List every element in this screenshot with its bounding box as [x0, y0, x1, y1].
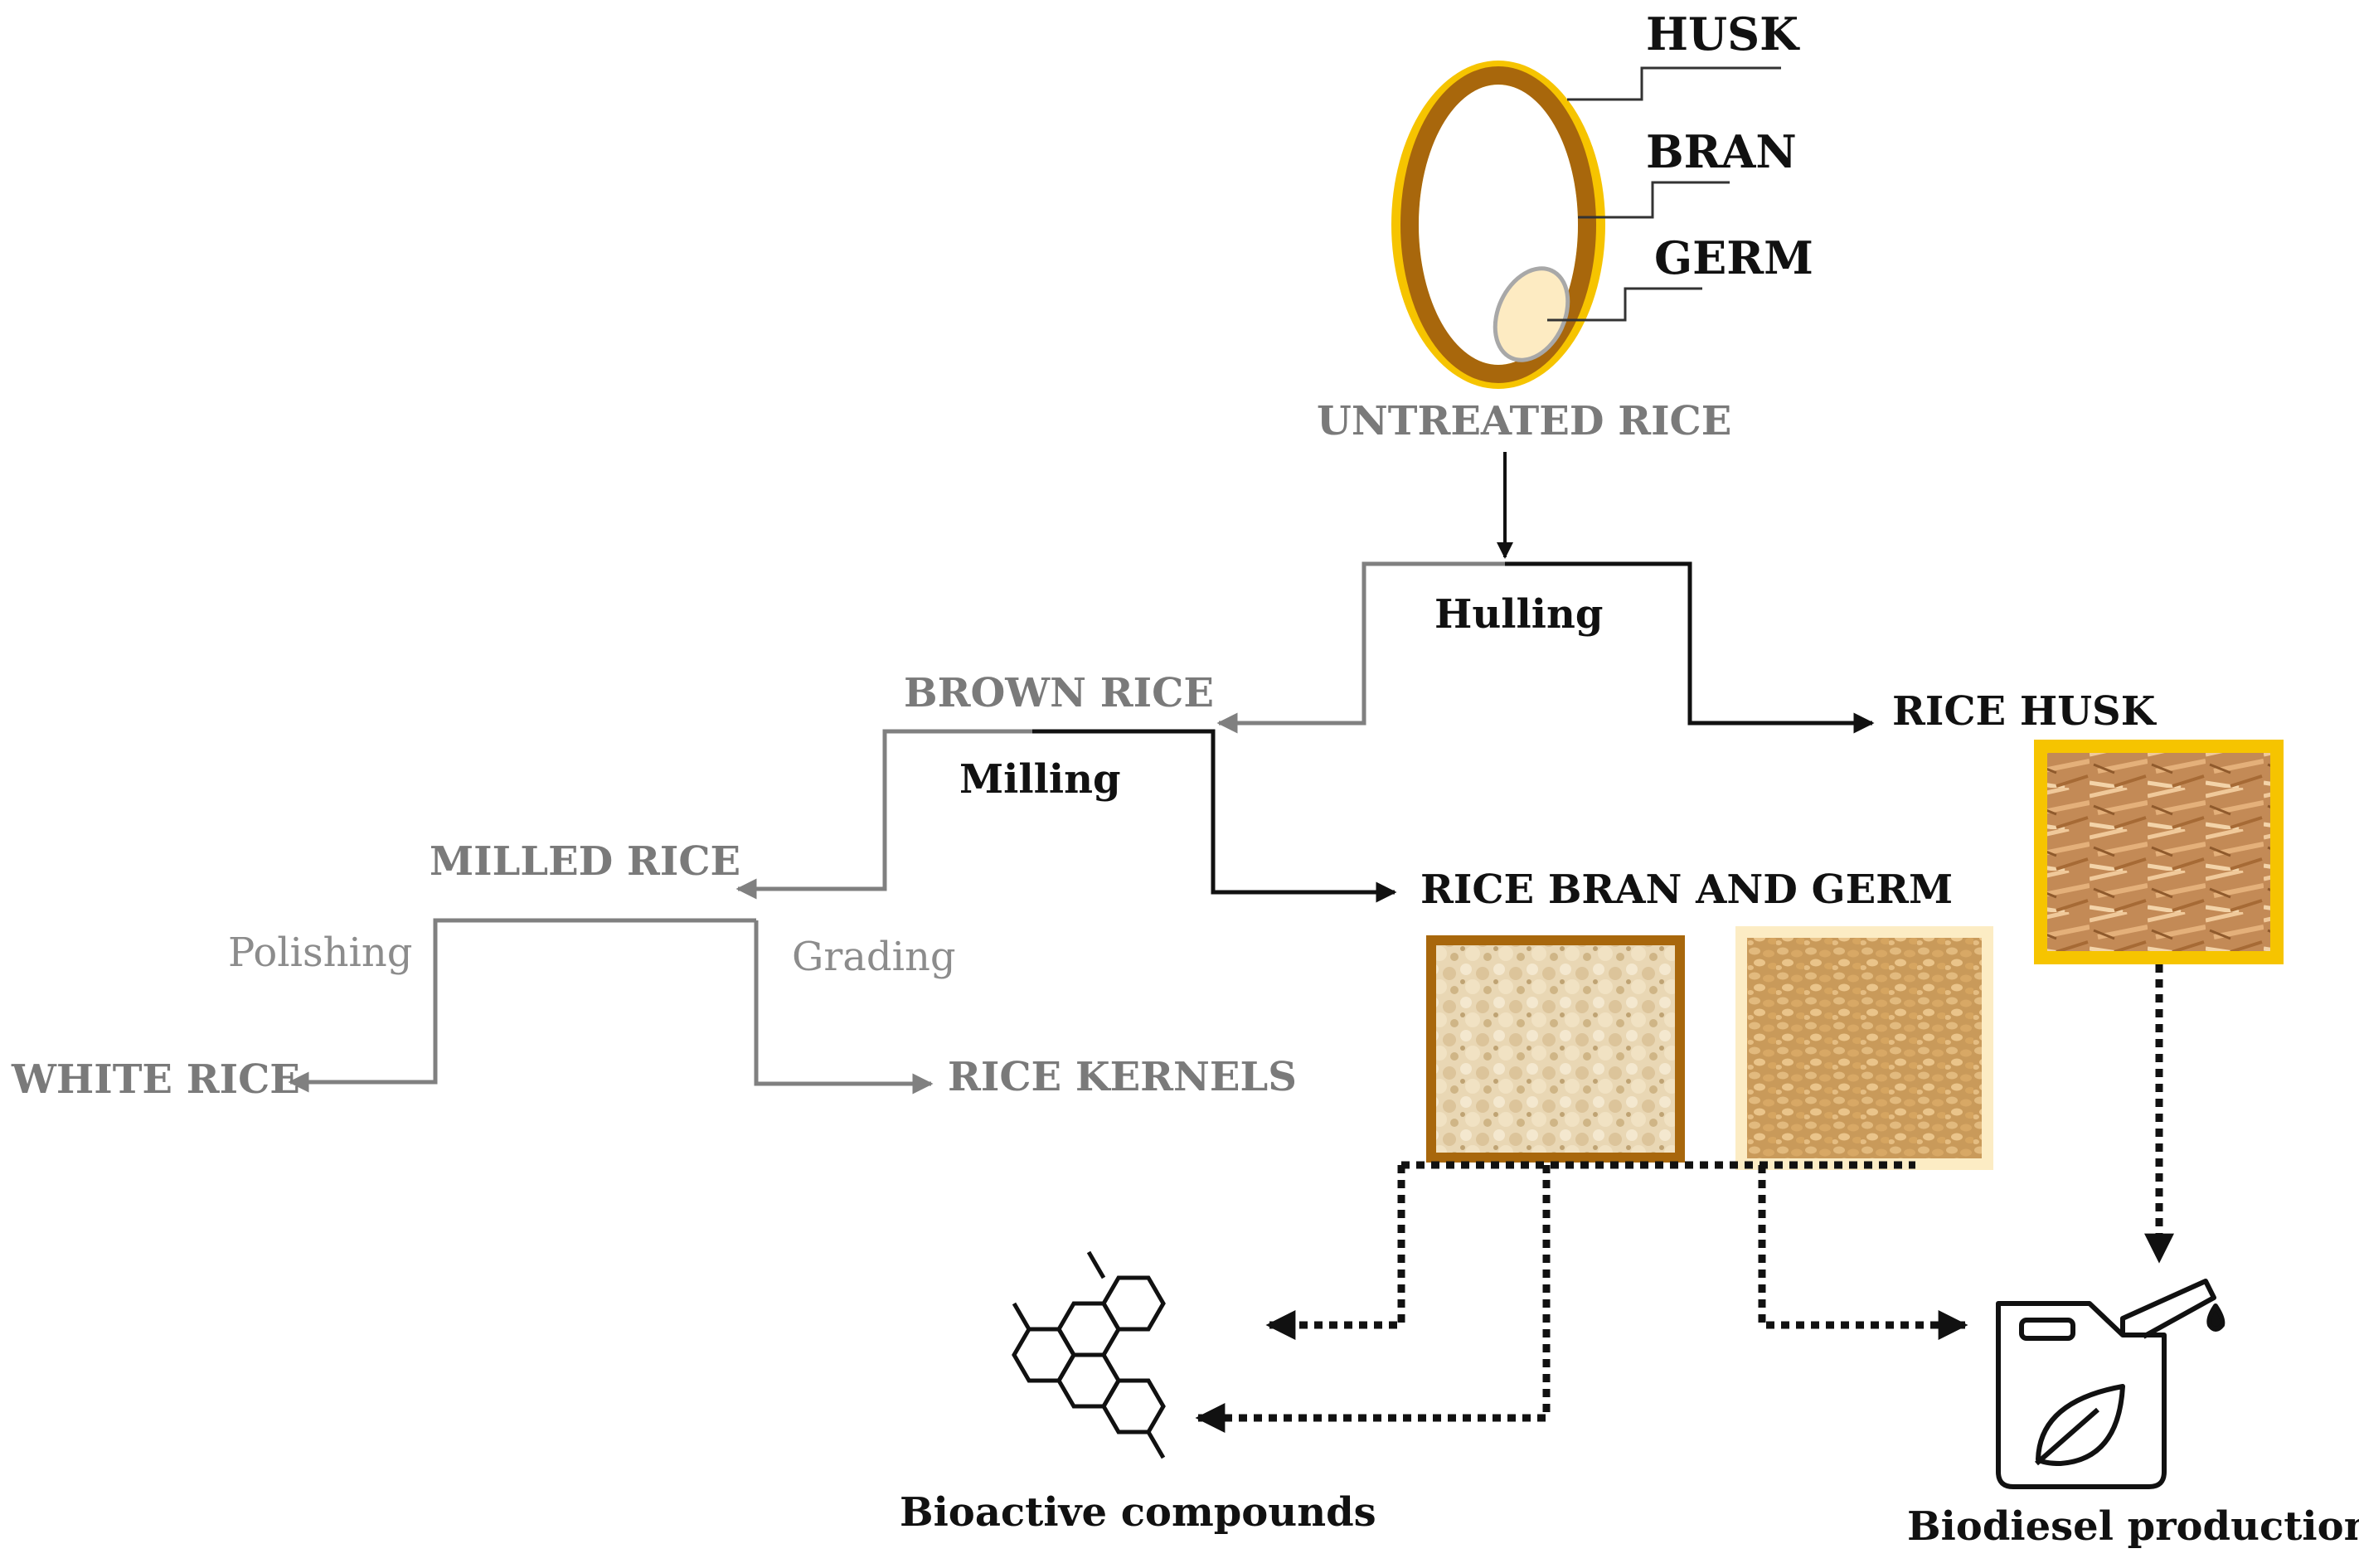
jerrycan-body	[1996, 1301, 2167, 1489]
jerrycan-handle	[2019, 1318, 2075, 1341]
bioactive-compounds-label: Bioactive compounds	[900, 1489, 1376, 1536]
biodiesel-production-label: Biodiesel production	[1907, 1503, 2359, 1550]
hulling-label: Hulling	[1434, 591, 1603, 638]
grain-leader-lines	[1547, 66, 1781, 322]
untreated-rice-label: UNTREATED RICE	[1317, 398, 1731, 444]
hulling-to-brown-rice-line	[1216, 561, 1505, 734]
rice-bran-photo	[1426, 935, 1685, 1163]
leaf-icon	[2036, 1384, 2125, 1466]
bran-leader	[1578, 181, 1730, 219]
polishing-to-white-rice-line	[288, 918, 756, 1093]
bran-label: BRAN	[1646, 125, 1797, 178]
germ	[1493, 266, 1570, 362]
rice-kernels-label: RICE KERNELS	[948, 1054, 1297, 1100]
husk-leader	[1567, 66, 1781, 101]
milled-rice-label: MILLED RICE	[430, 838, 740, 885]
milling-label: Milling	[959, 756, 1121, 803]
brown-rice-label: BROWN RICE	[904, 670, 1214, 716]
dotted-flow-lines	[1195, 964, 2174, 1433]
fuel-jerrycan-leaf-icon	[1996, 1279, 2226, 1489]
rice-husk-label: RICE HUSK	[1892, 688, 2158, 735]
grading-to-rice-kernels-line	[754, 920, 934, 1095]
milling-to-bran-germ-line	[1032, 729, 1397, 903]
jerrycan-spout	[2120, 1279, 2216, 1339]
white-rice-label: WHITE RICE	[11, 1056, 300, 1103]
rice-bran-germ-label: RICE BRAN AND GERM	[1420, 867, 1953, 913]
germ-leader	[1547, 287, 1702, 322]
germ-to-biodiesel	[1758, 1165, 1968, 1340]
milling-to-milled-rice-line	[735, 729, 1032, 900]
bran-to-bioactive-upper	[1265, 1165, 1405, 1340]
germ-label: GERM	[1654, 231, 1813, 284]
rice-germ-photo	[1735, 926, 1993, 1170]
bran-layer	[1400, 66, 1596, 383]
polishing-label: Polishing	[228, 930, 413, 976]
rice-grain-illustration	[1391, 61, 1605, 389]
grading-label: Grading	[792, 934, 956, 980]
hulling-to-rice-husk-line	[1505, 561, 1875, 734]
hexagon-molecule-icon	[1012, 1250, 1166, 1459]
husk-label: HUSK	[1646, 7, 1800, 61]
fuel-drop-icon	[2206, 1303, 2226, 1332]
bran-to-bioactive-lower	[1195, 1165, 1551, 1433]
rice-husk-photo	[2034, 740, 2284, 964]
